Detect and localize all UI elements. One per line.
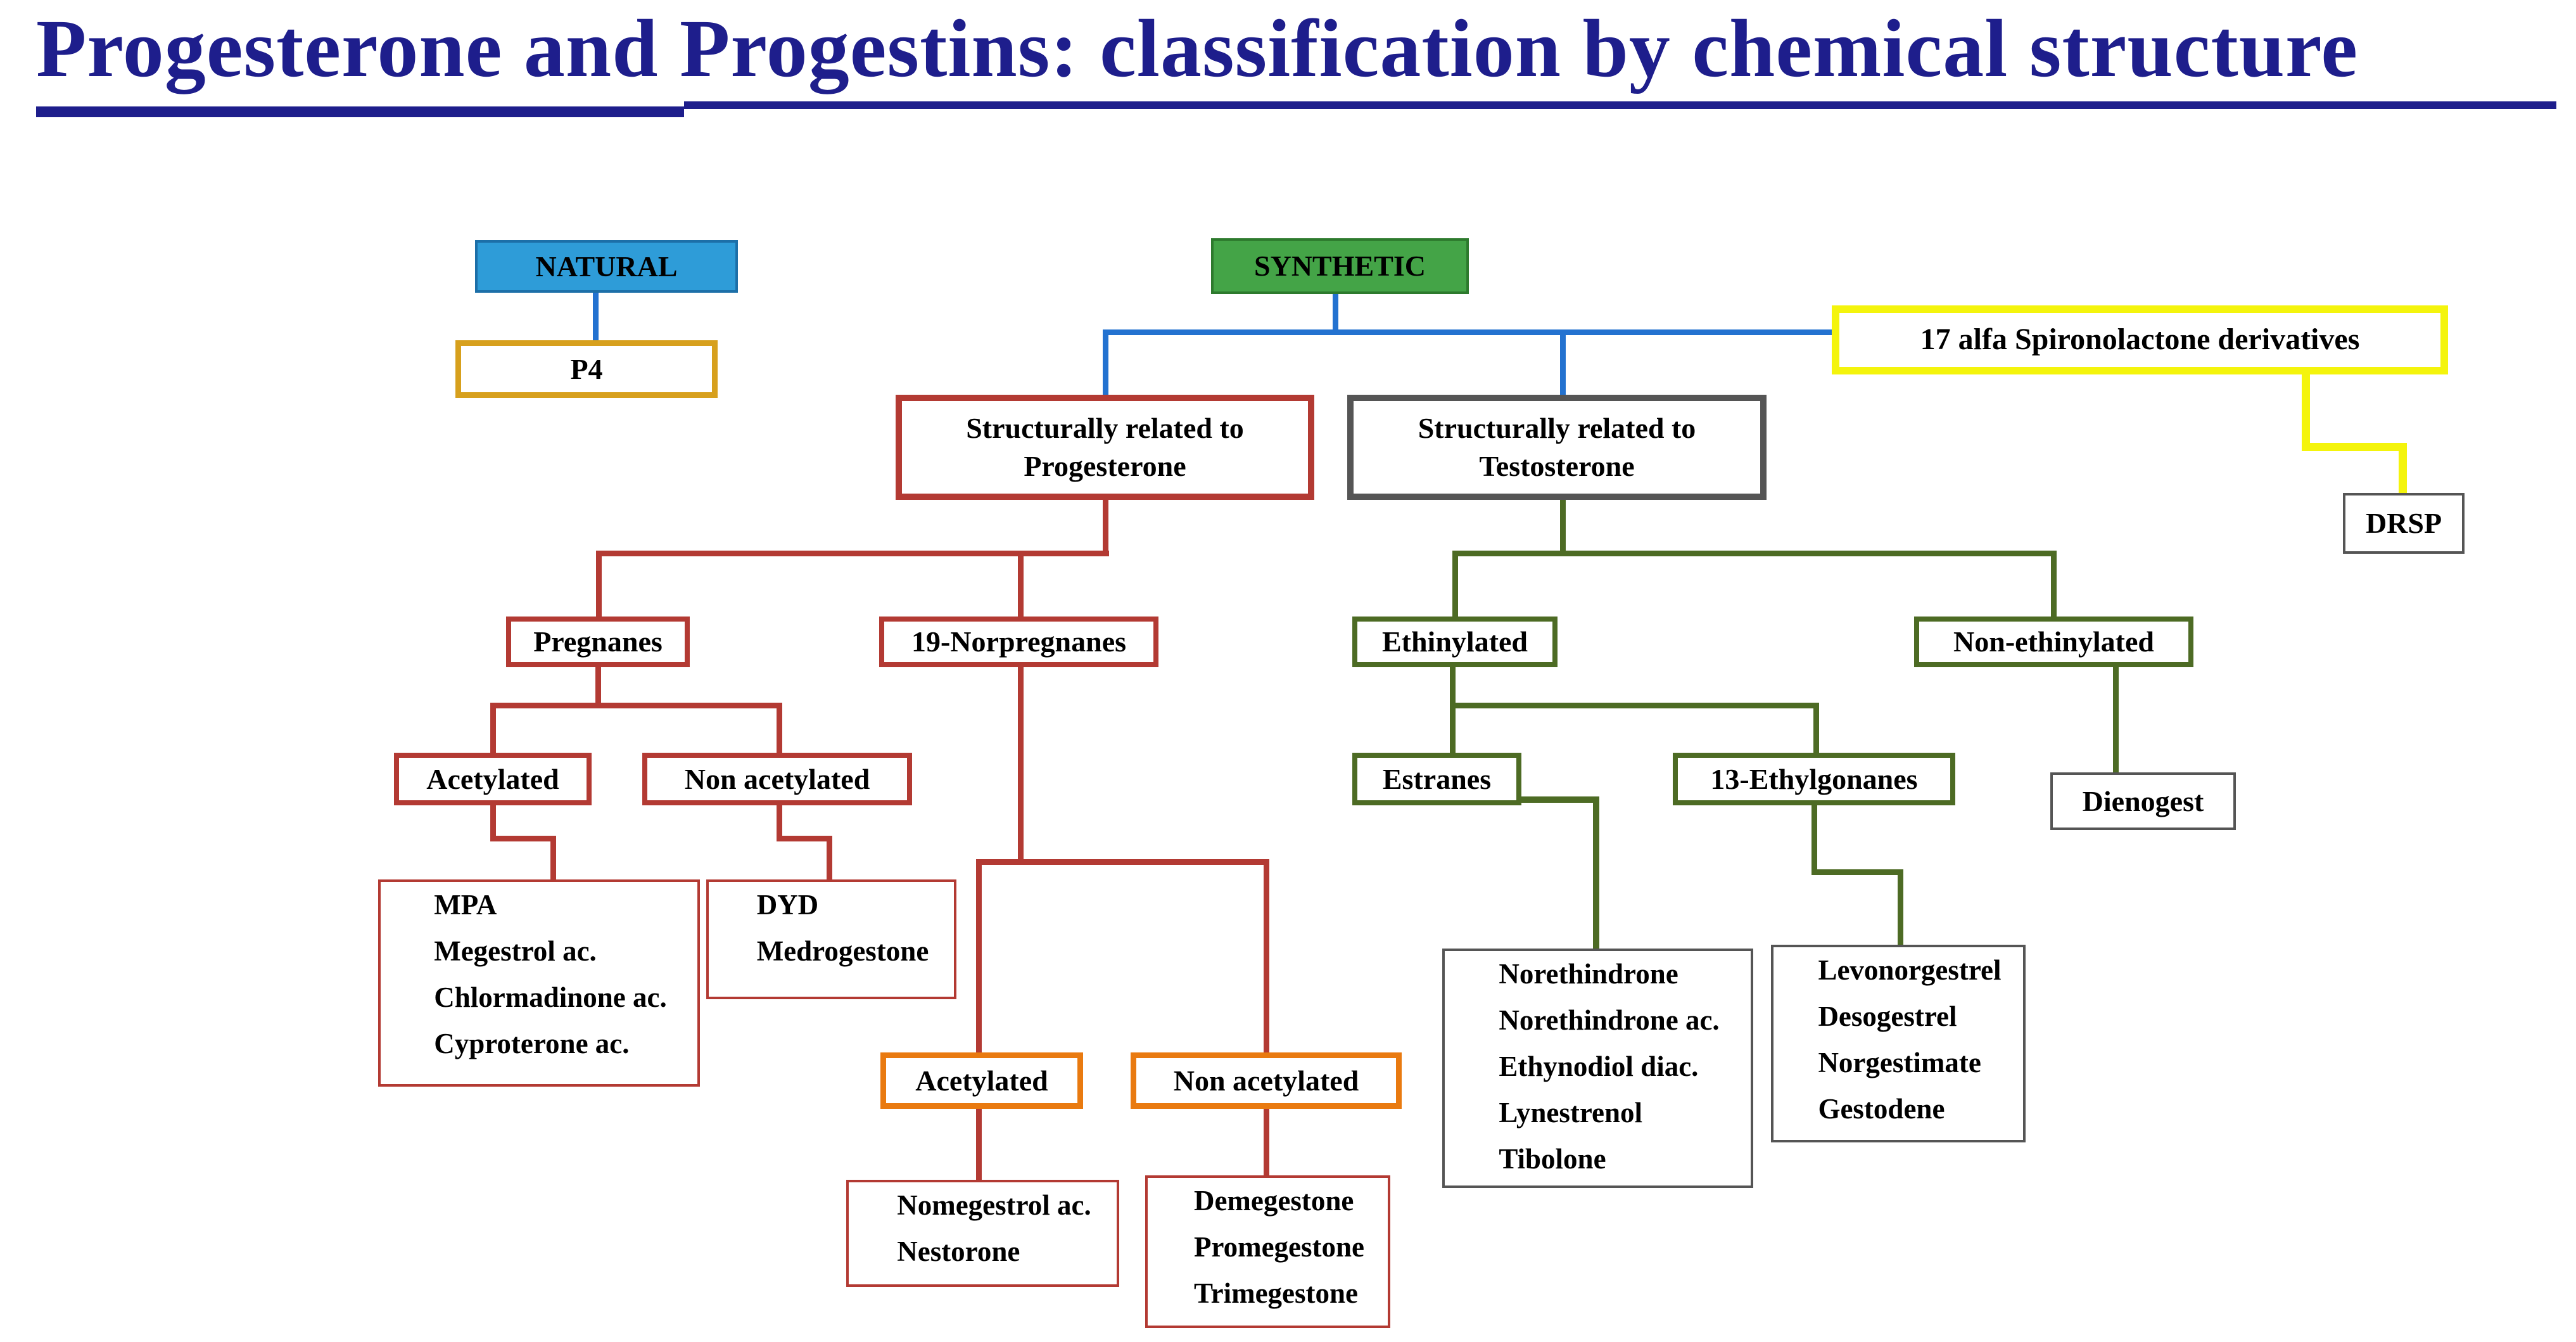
node-norpregnanes: 19-Norpregnanes [879,617,1158,667]
node-non-acetylated-pregnane: Non acetylated [642,753,912,805]
edge-progesterone-horizontal [596,551,1109,556]
node-dienogest: Dienogest [2050,772,2236,830]
page-title: Progesterone and Progestins: classificat… [36,3,2359,94]
edge-acetylated-down [490,803,496,841]
edge-ethylgonanes-jog [1811,869,1903,875]
edge-ethinylated-horizontal [1450,703,1819,708]
node-non-acetylated-norpregnane: Non acetylated [1131,1052,1402,1109]
node-estranes: Estranes [1352,753,1521,805]
edge-testosterone-down [1560,498,1566,556]
edge-to-mpa-list [550,836,556,882]
node-related-progesterone: Structurally related to Progesterone [896,395,1314,500]
edge-to-nomegestrol-list [976,1106,982,1182]
edge-spironolactone-down [2302,373,2310,451]
node-pregnanes: Pregnanes [506,617,690,667]
edge-to-progesterone [1103,329,1108,397]
node-acetylated-pregnane: Acetylated [394,753,592,805]
edge-to-acetylated-pregnane [490,703,496,755]
node-p4: P4 [455,340,718,398]
node-levonorgestrel-list: Levonorgestrel Desogestrel Norgestimate … [1771,945,2026,1142]
edge-to-testosterone [1560,329,1566,397]
node-natural: NATURAL [475,240,738,293]
edge-to-acetylated-norpregnane [976,859,982,1055]
title-underline-left [36,106,684,117]
edge-to-pregnanes [596,551,602,619]
edge-pregnanes-down [595,665,601,708]
edge-to-non-acetylated-pregnane [777,703,782,755]
edge-synthetic-horizontal [1103,329,1839,335]
node-norethindrone-list: Norethindrone Norethindrone ac. Ethynodi… [1442,949,1753,1188]
edge-estranes-jog [1519,796,1599,803]
node-spironolactone-derivatives: 17 alfa Spironolactone derivatives [1832,305,2448,374]
edge-acetylated-jog [490,836,556,841]
edge-non-acetylated-down [777,803,782,841]
edge-to-ethinylated [1452,551,1458,619]
edge-to-dienogest [2113,665,2119,775]
edge-to-norethindrone-list [1593,796,1599,949]
edge-natural-p4 [593,293,599,342]
edge-norpregnanes-horizontal [976,859,1269,865]
edge-spironolactone-across [2302,443,2407,451]
edge-to-levonorgestrel-list [1898,869,1903,950]
edge-testosterone-horizontal [1452,551,2056,556]
node-ethylgonanes: 13-Ethylgonanes [1673,753,1955,805]
node-demegestone-list: Demegestone Promegestone Trimegestone [1145,1175,1390,1328]
node-dyd-list: DYD Medrogestone [706,879,956,999]
node-synthetic: SYNTHETIC [1211,238,1469,294]
edge-to-norpregnanes [1018,551,1024,619]
edge-to-demegestone-list [1264,1106,1269,1178]
edge-norpregnanes-down [1018,665,1024,865]
edge-to-ethylgonanes [1813,703,1819,755]
node-related-testosterone: Structurally related to Testosterone [1347,395,1767,500]
edge-ethinylated-down [1450,665,1456,755]
node-nomegestrol-list: Nomegestrol ac. Nestorone [846,1180,1119,1287]
node-non-ethinylated: Non-ethinylated [1914,617,2193,667]
edge-to-dyd-list [827,836,832,882]
title-underline-right [684,101,2556,109]
node-drsp: DRSP [2343,493,2465,554]
edge-ethylgonanes-down [1811,803,1817,875]
edge-progesterone-down [1103,498,1108,556]
node-ethinylated: Ethinylated [1352,617,1558,667]
edge-to-drsp [2399,443,2407,495]
edge-pregnanes-horizontal [490,703,782,708]
node-mpa-list: MPA Megestrol ac. Chlormadinone ac. Cypr… [378,879,700,1087]
node-acetylated-norpregnane: Acetylated [880,1052,1083,1109]
edge-non-acetylated-jog [777,836,832,841]
edge-to-non-ethinylated [2051,551,2057,619]
edge-to-non-acetylated-norpregnane [1264,859,1269,1055]
edge-synthetic-stub [1333,294,1338,335]
